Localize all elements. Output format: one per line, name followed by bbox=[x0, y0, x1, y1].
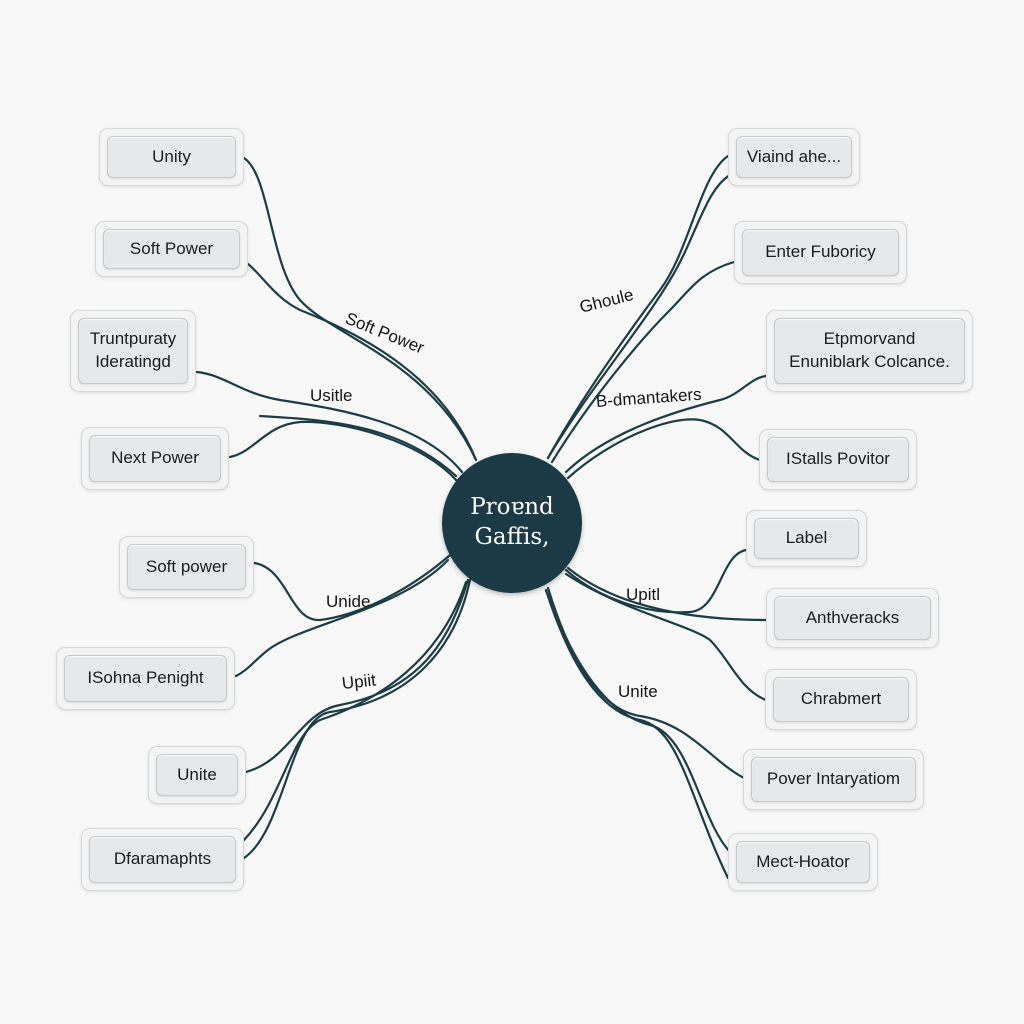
branch-label-upiit: Upiit bbox=[340, 670, 377, 693]
connector-anthveracks bbox=[566, 566, 768, 622]
node-soft-power-lower[interactable]: Soft power bbox=[119, 536, 254, 598]
node-mect-hoator[interactable]: Mect-Hoator bbox=[728, 833, 878, 891]
node-soft-power-lower-label: Soft power bbox=[127, 544, 246, 590]
node-isohna-penight-label: ISohna Penight bbox=[64, 655, 227, 702]
connector-etpmorvand bbox=[564, 374, 768, 474]
node-anthveracks-label: Anthveracks bbox=[774, 596, 931, 640]
node-unity-label: Unity bbox=[107, 136, 236, 178]
node-etpmorvand-line1: Etpmorvand bbox=[823, 329, 916, 349]
node-next-power[interactable]: Next Power bbox=[81, 427, 229, 490]
connector-isohna bbox=[234, 558, 450, 678]
node-anthveracks[interactable]: Anthveracks bbox=[766, 588, 939, 648]
node-chrabmert-label: Chrabmert bbox=[773, 677, 909, 722]
node-unite-left-label: Unite bbox=[156, 754, 238, 796]
connector-soft-power-left bbox=[246, 262, 478, 462]
connector-viaind bbox=[546, 154, 730, 460]
connector-enter-fuboricy bbox=[550, 260, 736, 464]
central-topic-line1: Proɐnd bbox=[470, 494, 554, 521]
node-viaind-ahe-label: Viaind ahe... bbox=[736, 136, 852, 178]
connector-usitle-extra bbox=[258, 414, 458, 478]
node-mect-hoator-label: Mect-Hoator bbox=[736, 841, 870, 883]
connector-upiit-extra bbox=[242, 580, 468, 842]
connector-unity bbox=[242, 156, 478, 462]
connector-chrabmert bbox=[564, 572, 768, 702]
node-dfaramaphts[interactable]: Dfaramaphts bbox=[81, 828, 244, 891]
connector-mect-hoator-b bbox=[544, 588, 732, 854]
node-dfaramaphts-label: Dfaramaphts bbox=[89, 836, 236, 883]
node-label-label: Label bbox=[754, 518, 859, 559]
node-etpmorvand-label: Etpmorvand Enuniblark Colcance. bbox=[774, 318, 965, 384]
node-next-power-label: Next Power bbox=[89, 435, 221, 482]
connector-viaind-b bbox=[546, 173, 732, 460]
node-soft-power-left-label: Soft Power bbox=[103, 229, 240, 269]
central-topic-line2: Gaffis, bbox=[474, 524, 550, 550]
node-unite-left[interactable]: Unite bbox=[148, 746, 246, 804]
node-unity[interactable]: Unity bbox=[99, 128, 244, 186]
node-truntpuraty-line2: Ideratingd bbox=[95, 352, 171, 371]
branch-label-usitle: Usitle bbox=[310, 386, 353, 405]
connector-istalls bbox=[566, 418, 762, 480]
connector-next-power bbox=[228, 420, 458, 482]
central-topic-node[interactable]: Proɐnd Gaffis, bbox=[442, 453, 582, 593]
node-istalls-povitor-label: IStalls Povitor bbox=[767, 437, 909, 482]
node-chrabmert[interactable]: Chrabmert bbox=[765, 669, 917, 730]
node-viaind-ahe[interactable]: Viaind ahe... bbox=[728, 128, 860, 186]
connector-soft-power-lower bbox=[252, 553, 452, 622]
node-truntpuraty-label: Truntpuraty Ideratingd bbox=[78, 318, 188, 384]
node-label[interactable]: Label bbox=[746, 510, 867, 567]
node-pover-intaryatiom[interactable]: Pover Intaryatiom bbox=[743, 749, 924, 810]
node-truntpuraty[interactable]: Truntpuraty Ideratingd bbox=[70, 310, 196, 392]
node-soft-power-left[interactable]: Soft Power bbox=[95, 221, 248, 277]
node-istalls-povitor[interactable]: IStalls Povitor bbox=[759, 429, 917, 490]
node-enter-fuboricy[interactable]: Enter Fuboricy bbox=[734, 221, 907, 284]
node-isohna-penight[interactable]: ISohna Penight bbox=[56, 647, 235, 710]
connector-dfaramaphts bbox=[242, 578, 472, 860]
connector-mect-hoator-a bbox=[544, 588, 730, 880]
branch-label-upitl: Upitl bbox=[626, 585, 661, 604]
connector-truntpuraty bbox=[195, 370, 464, 474]
connector-unite-left bbox=[244, 578, 470, 774]
node-enter-fuboricy-label: Enter Fuboricy bbox=[742, 229, 899, 276]
node-truntpuraty-line1: Truntpuraty bbox=[89, 329, 177, 349]
node-etpmorvand-line2: Enuniblark Colcance. bbox=[789, 352, 950, 371]
node-pover-intaryatiom-label: Pover Intaryatiom bbox=[751, 757, 916, 802]
branch-label-unite: Unite bbox=[618, 682, 658, 701]
node-etpmorvand[interactable]: Etpmorvand Enuniblark Colcance. bbox=[766, 310, 973, 392]
branch-label-unide: Unide bbox=[326, 592, 371, 611]
